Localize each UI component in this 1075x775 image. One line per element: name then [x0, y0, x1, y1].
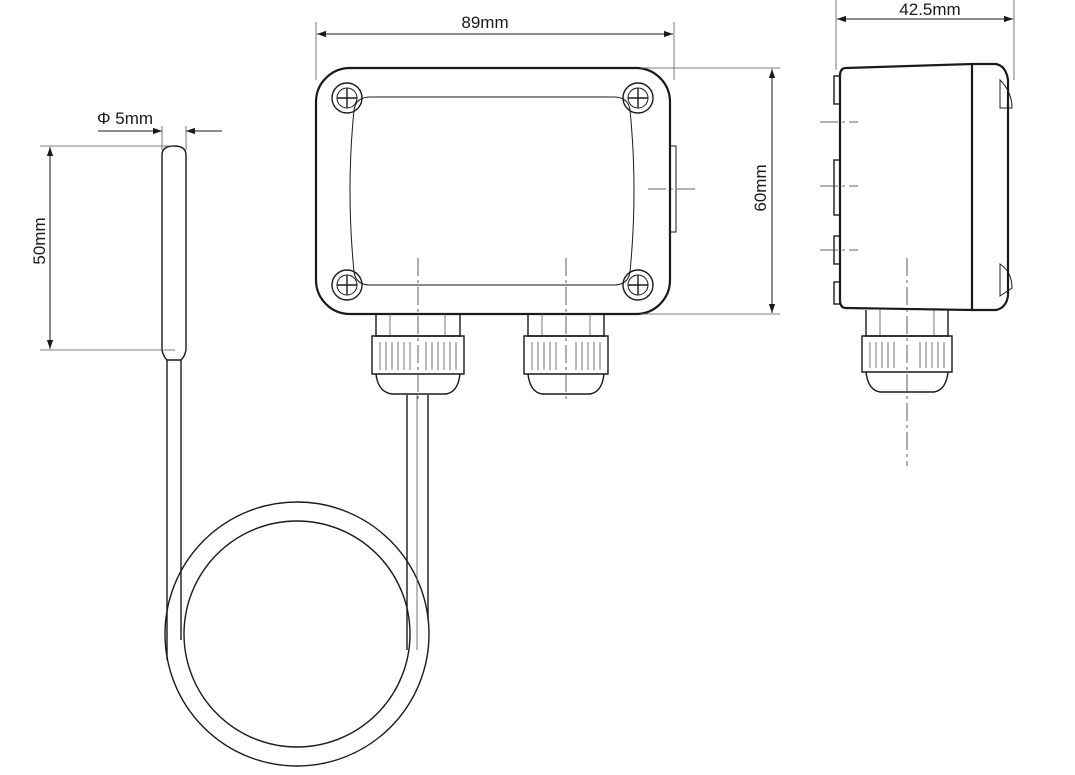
- dimension-width: 89mm: [315, 13, 675, 80]
- cable-loop: [164, 501, 430, 767]
- screw-icon: [331, 82, 363, 114]
- screw-icon: [622, 269, 654, 301]
- probe-length-label: 50mm: [30, 217, 49, 264]
- depth-label: 42.5mm: [899, 0, 960, 19]
- cable-gland-right: [523, 314, 609, 395]
- dimension-probe-length: 50mm: [30, 145, 175, 351]
- cable-gland-left: [371, 314, 465, 395]
- dimension-probe-diameter: Φ 5mm: [97, 109, 222, 150]
- screw-icon: [331, 269, 363, 301]
- probe-diameter-label: Φ 5mm: [97, 109, 153, 128]
- dimension-height: 60mm: [640, 67, 780, 315]
- probe-assembly: [161, 145, 430, 767]
- dimension-depth: 42.5mm: [835, 0, 1015, 80]
- housing-side-view: [820, 62, 1013, 466]
- height-label: 60mm: [751, 164, 770, 211]
- width-label: 89mm: [461, 13, 508, 32]
- housing-front-view: [314, 66, 696, 400]
- screw-icon: [622, 82, 654, 114]
